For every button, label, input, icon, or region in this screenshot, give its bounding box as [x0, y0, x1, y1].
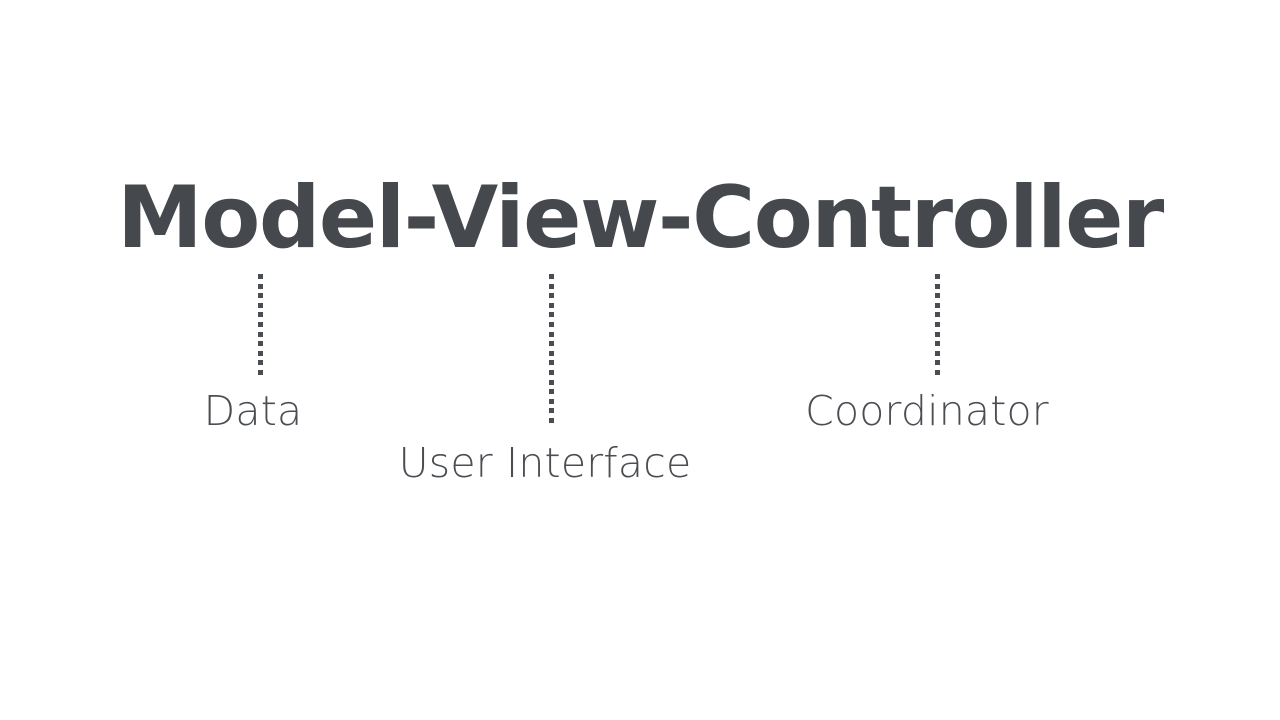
- connector-dot: [934, 369, 940, 375]
- connector-dot: [257, 302, 263, 308]
- connector-dot: [257, 283, 263, 289]
- connector-dot: [934, 321, 940, 327]
- annotation-label-model: Data: [203, 387, 303, 435]
- connector-dot: [934, 331, 940, 337]
- connector-dot: [934, 274, 940, 279]
- connector-dot: [548, 389, 554, 395]
- connector-dot: [548, 321, 554, 327]
- connector-dot: [257, 369, 263, 375]
- connector-dot: [548, 360, 554, 366]
- annotation-label-controller: Coordinator: [805, 387, 1049, 435]
- connector-dot: [548, 341, 554, 347]
- connector-dot: [257, 331, 263, 337]
- connector-dot: [548, 293, 554, 299]
- connector-dot: [934, 312, 940, 318]
- connector-dot: [934, 360, 940, 366]
- connector-dot: [257, 360, 263, 366]
- page-title: Model-View-Controller: [117, 168, 1164, 268]
- connector-dot: [257, 274, 263, 279]
- connector-dot: [257, 350, 263, 356]
- connector-dot: [934, 293, 940, 299]
- connector-line-model: [257, 274, 263, 380]
- connector-dot: [548, 408, 554, 414]
- connector-dot: [548, 331, 554, 337]
- connector-dot: [934, 350, 940, 356]
- connector-dot: [548, 350, 554, 356]
- connector-dot: [548, 283, 554, 289]
- connector-dot: [548, 398, 554, 404]
- connector-dot: [548, 302, 554, 308]
- connector-dot: [257, 321, 263, 327]
- annotation-label-view: User Interface: [398, 439, 692, 487]
- connector-line-controller: [934, 274, 940, 380]
- connector-dot: [548, 369, 554, 375]
- connector-dot: [934, 302, 940, 308]
- connector-line-view: [548, 274, 554, 428]
- connector-dot: [548, 312, 554, 318]
- connector-dot: [257, 312, 263, 318]
- connector-dot: [548, 379, 554, 385]
- connector-dot: [548, 274, 554, 279]
- connector-dot: [257, 293, 263, 299]
- connector-dot: [548, 417, 554, 423]
- connector-dot: [257, 341, 263, 347]
- connector-dot: [934, 341, 940, 347]
- connector-dot: [934, 283, 940, 289]
